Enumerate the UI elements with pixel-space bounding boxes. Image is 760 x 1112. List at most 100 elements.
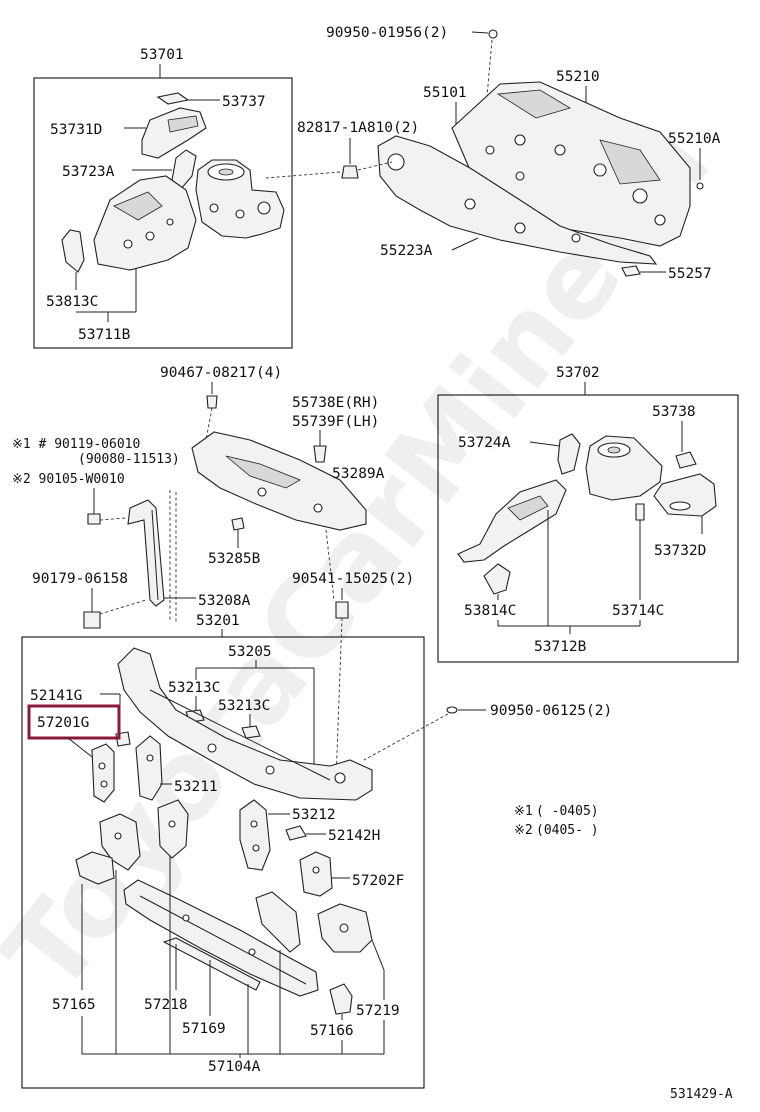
label-53205[interactable]: 53205 — [228, 644, 272, 660]
label-53814C[interactable]: 53814C — [464, 603, 516, 619]
part-drawing-53737 — [156, 92, 190, 105]
label-53737[interactable]: 53737 — [222, 94, 266, 110]
label-57165[interactable]: 57165 — [52, 997, 96, 1013]
group-box-53702 — [437, 394, 739, 663]
part-drawing-apron-lh — [93, 175, 197, 271]
group-label-53701[interactable]: 53701 — [140, 47, 184, 63]
label-53738[interactable]: 53738 — [652, 404, 696, 420]
note-1-mark: ※1 — [514, 804, 533, 819]
label-53731D[interactable]: 53731D — [50, 122, 102, 138]
part-drawing-57165 — [75, 851, 115, 885]
label-53714C[interactable]: 53714C — [612, 603, 664, 619]
label-53213C-1[interactable]: 53213C — [168, 680, 220, 696]
highlight-box-57201G — [27, 704, 121, 740]
part-drawing-bracket-lh-2 — [157, 799, 189, 859]
part-drawing-57202F — [299, 851, 333, 897]
label-57169[interactable]: 57169 — [182, 1021, 226, 1037]
label-90105-W0010[interactable]: ※2 90105-W0010 — [12, 472, 125, 487]
part-drawing-53285B — [231, 517, 245, 531]
part-drawing-53813C — [61, 229, 85, 273]
part-drawing-52142H — [285, 825, 307, 841]
part-drawing-57218 — [162, 937, 261, 991]
part-drawing-center-brace — [255, 891, 301, 953]
part-drawing-apron-rh — [457, 479, 567, 563]
part-drawing-90467-08217 — [206, 395, 218, 409]
part-drawing-90179-06158 — [83, 611, 101, 629]
label-53723A[interactable]: 53723A — [62, 164, 115, 180]
label-55223A[interactable]: 55223A — [380, 243, 433, 259]
part-drawing-bracket-lh-1 — [99, 813, 141, 871]
group-box-53201 — [21, 636, 425, 1089]
label-53285B[interactable]: 53285B — [208, 551, 261, 567]
group-box-53701 — [33, 77, 293, 349]
label-57104A[interactable]: 57104A — [208, 1059, 261, 1075]
label-57219[interactable]: 57219 — [356, 1003, 400, 1019]
label-53724A[interactable]: 53724A — [458, 435, 511, 451]
note-1-text: ( -0405) — [536, 804, 599, 819]
part-drawing-90105-W0010 — [87, 513, 101, 525]
part-drawing-53738 — [675, 451, 697, 469]
label-57218[interactable]: 57218 — [144, 997, 188, 1013]
label-53213C-2[interactable]: 53213C — [218, 698, 270, 714]
part-drawing-90950-06125 — [446, 706, 458, 714]
label-53712B[interactable]: 53712B — [534, 639, 587, 655]
part-drawing-55738E — [313, 445, 327, 463]
label-53813C[interactable]: 53813C — [46, 294, 98, 310]
part-drawing-strut-tower-lh — [195, 159, 285, 239]
label-90950-06125[interactable]: 90950-06125(2) — [490, 703, 612, 719]
part-drawing-82817-1A810 — [341, 165, 359, 179]
label-82817-1A810[interactable]: 82817-1A810(2) — [297, 120, 419, 136]
group-label-53702[interactable]: 53702 — [556, 365, 600, 381]
label-55101[interactable]: 55101 — [423, 85, 467, 101]
label-90467-08217[interactable]: 90467-08217(4) — [160, 365, 282, 381]
part-drawing-53814C — [483, 563, 511, 595]
part-drawing-55223A — [377, 135, 658, 265]
part-drawing-dash-panel — [451, 81, 691, 247]
part-drawing-57219 — [317, 903, 373, 953]
label-90119-06010[interactable]: ※1 # 90119-06010 — [12, 437, 140, 452]
label-90950-01956[interactable]: 90950-01956(2) — [326, 25, 448, 41]
group-label-53201[interactable]: 53201 — [196, 613, 240, 629]
figure-code: 531429-A — [670, 1087, 733, 1102]
part-drawing-53289A — [191, 431, 367, 531]
label-53732D[interactable]: 53732D — [654, 543, 706, 559]
part-drawing-90541-15025 — [335, 601, 349, 619]
label-53711B[interactable]: 53711B — [78, 327, 131, 343]
label-57166[interactable]: 57166 — [310, 1023, 354, 1039]
part-drawing-53211 — [135, 735, 163, 801]
part-drawing-57201G — [91, 743, 115, 803]
part-drawing-radiator-support-upper — [117, 647, 373, 801]
label-52142H[interactable]: 52142H — [328, 828, 380, 844]
part-drawing-53208A — [127, 499, 165, 607]
label-53208A[interactable]: 53208A — [198, 593, 251, 609]
label-57202F[interactable]: 57202F — [352, 873, 404, 889]
label-52141G[interactable]: 52141G — [30, 688, 82, 704]
part-drawing-53724A — [557, 433, 581, 475]
part-drawing-53213C-2 — [241, 725, 261, 739]
part-drawing-strut-tower-rh — [585, 435, 663, 501]
part-drawing-57166 — [329, 983, 353, 1015]
label-90080-11513[interactable]: (90080-11513) — [78, 452, 180, 467]
label-90179-06158[interactable]: 90179-06158 — [32, 571, 128, 587]
label-57201G[interactable]: 57201G — [37, 715, 89, 731]
label-55739F[interactable]: 55739F(LH) — [292, 414, 379, 430]
label-53211[interactable]: 53211 — [174, 779, 218, 795]
part-drawing-53732D — [653, 473, 717, 517]
part-drawing-53212 — [239, 799, 271, 871]
part-drawing-55257 — [621, 265, 641, 277]
part-drawing-53731D — [141, 107, 207, 159]
clip-90950-01956 — [488, 29, 498, 39]
label-55210[interactable]: 55210 — [556, 69, 600, 85]
label-55210A[interactable]: 55210A — [668, 131, 721, 147]
label-90541-15025[interactable]: 90541-15025(2) — [292, 571, 414, 587]
label-53289A[interactable]: 53289A — [332, 466, 385, 482]
part-drawing-57104A-beam — [123, 879, 319, 997]
part-drawing-53714C — [635, 503, 645, 521]
note-2-text: (0405- ) — [536, 823, 599, 838]
clip-55210A — [696, 182, 704, 190]
label-55738E[interactable]: 55738E(RH) — [292, 395, 379, 411]
label-53212[interactable]: 53212 — [292, 807, 336, 823]
label-55257[interactable]: 55257 — [668, 266, 712, 282]
note-2-mark: ※2 — [514, 823, 533, 838]
